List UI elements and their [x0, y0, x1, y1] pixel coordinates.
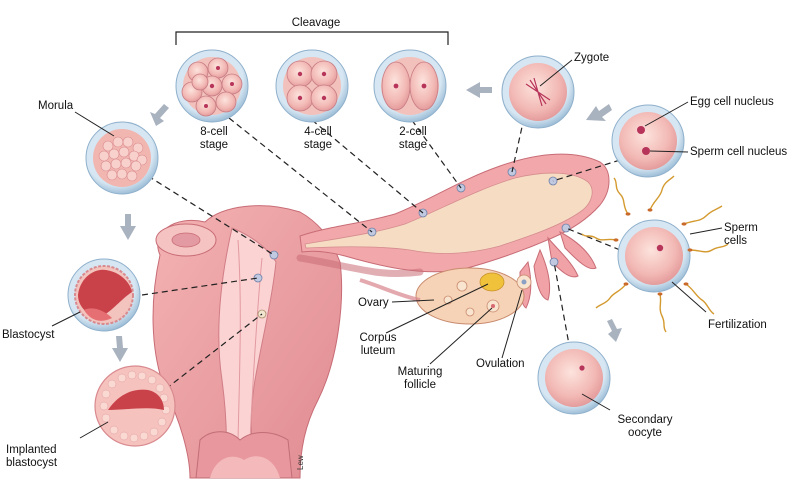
label-maturing-follicle-line1: Maturing	[397, 366, 443, 378]
label-implanted-blastocyst-line2: blastocyst	[6, 457, 58, 469]
label-4-cell-line1: 4-cell	[304, 126, 332, 138]
label-fertilization: Fertilization	[708, 319, 767, 331]
label-secondary-oocyte: Secondary oocyte	[612, 414, 678, 440]
label-maturing-follicle: Maturing follicle	[392, 366, 448, 392]
stage-secondary-oocyte	[537, 341, 611, 415]
label-sperm-cells-line1: Sperm	[724, 222, 758, 234]
label-4-cell-line2: stage	[303, 139, 333, 151]
stage-zygote	[501, 55, 575, 129]
label-ovary: Ovary	[358, 297, 389, 309]
progression-arrows	[112, 82, 622, 362]
stage-8-cell	[175, 49, 249, 123]
path-markers	[253, 167, 571, 319]
label-8-cell: 8-cell stage	[194, 126, 234, 152]
label-morula: Morula	[38, 100, 74, 112]
label-sperm-cells-line2: cells	[724, 235, 748, 247]
uterus-anatomy	[152, 153, 610, 479]
stage-fertilization	[617, 219, 691, 293]
corpus-luteum-body	[479, 272, 505, 292]
stage-implanted-blastocyst	[94, 365, 176, 447]
stage-morula	[85, 121, 159, 195]
stage-pronuclei	[611, 104, 685, 178]
label-corpus-luteum-line2: luteum	[360, 345, 396, 357]
tube-lumen	[304, 172, 593, 254]
stage-blastocyst	[67, 258, 141, 332]
label-2-cell: 2-cell stage	[393, 126, 433, 152]
label-zygote: Zygote	[574, 52, 610, 64]
label-8-cell-line2: stage	[199, 139, 229, 151]
label-4-cell: 4-cell stage	[298, 126, 338, 152]
label-corpus-luteum-line1: Corpus	[359, 332, 397, 344]
cleavage-bracket	[175, 31, 449, 45]
label-8-cell-line1: 8-cell	[200, 126, 228, 138]
label-2-cell-line1: 2-cell	[399, 126, 427, 138]
label-implanted-blastocyst: Implanted blastocyst	[6, 444, 57, 470]
label-2-cell-line2: stage	[398, 139, 428, 151]
stage-4-cell	[275, 49, 349, 123]
label-ovulation: Ovulation	[476, 358, 525, 370]
label-blastocyst: Blastocyst	[2, 329, 55, 341]
stage-2-cell	[373, 49, 447, 123]
label-implanted-blastocyst-line1: Implanted	[6, 444, 57, 456]
label-egg-cell-nucleus: Egg cell nucleus	[690, 96, 774, 108]
label-leaders	[51, 59, 723, 439]
label-cleavage: Cleavage	[291, 17, 341, 29]
sperm-cells	[581, 175, 729, 333]
label-secondary-oocyte-line2: oocyte	[628, 427, 662, 439]
artist-signature: Lew	[296, 455, 305, 470]
dashed-connectors	[141, 111, 621, 396]
label-corpus-luteum: Corpus luteum	[356, 332, 400, 358]
label-sperm-cell-nucleus: Sperm cell nucleus	[690, 146, 788, 158]
label-sperm-cells: Sperm cells	[724, 222, 758, 248]
label-secondary-oocyte-line1: Secondary	[617, 414, 673, 426]
label-maturing-follicle-line2: follicle	[404, 379, 436, 391]
